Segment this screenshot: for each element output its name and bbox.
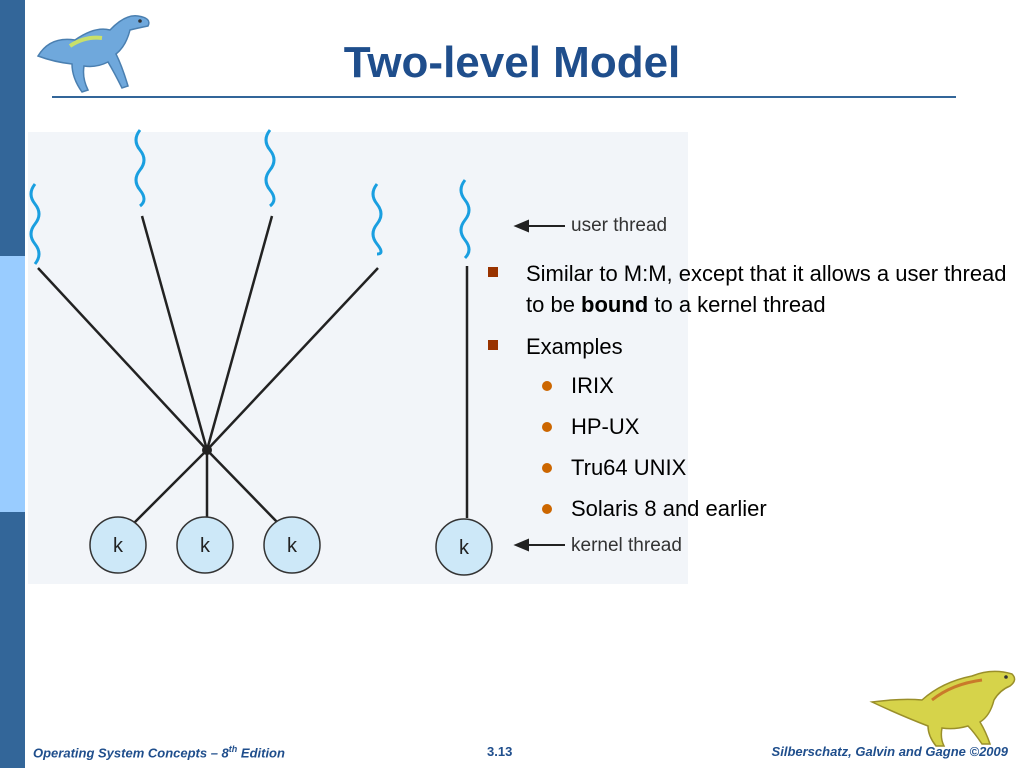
examples-sublist: IRIX HP-UX Tru64 UNIX Solaris 8 and earl… [526,370,1018,524]
title-divider [52,96,956,98]
user-thread-wave-4 [371,183,383,256]
sub-item-irix: IRIX [526,370,1018,401]
link-user1-hub [37,267,208,451]
sub-item-tru64: Tru64 UNIX [526,452,1018,483]
kernel-node-3-label: k [287,535,298,557]
footer-book-end: Edition [237,745,285,761]
user-thread-label: user thread [571,215,668,236]
round-bullet-icon [542,381,552,391]
kernel-node-4 [435,518,493,576]
bullet-examples-label: Examples [526,334,623,359]
sub-item-hpux: HP-UX [526,411,1018,442]
multiplex-hub [202,445,212,455]
link-hub-k1 [133,449,208,524]
kernel-node-1 [89,516,147,574]
kernel-thread-arrowhead [513,538,529,552]
link-hub-k3 [206,449,279,524]
bullet-list: Similar to M:M, except that it allows a … [488,258,1018,535]
footer-book-title: Operating System Concepts – 8th Edition [33,744,285,760]
bullet-item-examples: Examples IRIX HP-UX Tru64 UNIX Solaris 8… [488,331,1018,524]
user-thread-arrowhead [513,219,529,233]
footer-book-main: Operating System Concepts – 8 [33,745,229,761]
round-bullet-icon [542,463,552,473]
round-bullet-icon [542,422,552,432]
bullet-text-after: to a kernel thread [648,292,826,317]
square-bullet-icon [488,267,498,277]
kernel-node-2 [176,516,234,574]
footer-authors: Silberschatz, Galvin and Gagne ©2009 [771,744,1008,759]
kernel-node-3 [263,516,321,574]
footer-book-sup: th [228,744,238,754]
link-user3-hub [205,215,274,451]
left-sidebar-highlight [0,256,25,512]
dinosaur-logo-icon [36,15,150,93]
dinosaur-illustration-icon [869,670,1016,747]
footer-page-number: 3.13 [487,744,513,759]
round-bullet-icon [542,504,552,514]
kernel-node-4-label: k [459,537,470,559]
user-thread-wave-5 [459,179,471,260]
link-user2-hub [140,215,209,451]
diagram-background [28,132,688,584]
kernel-node-2-label: k [200,535,211,557]
sub-item-label: Tru64 UNIX [571,455,687,480]
bullet-text-before: Similar to M:M, except that it allows a … [526,261,1007,317]
user-thread-wave-2 [134,129,146,208]
two-level-model-diagram: k k k k [0,120,700,590]
sub-item-solaris: Solaris 8 and earlier [526,493,1018,524]
bullet-bold-bound: bound [581,292,649,317]
link-user4-hub [206,267,379,451]
square-bullet-icon [488,340,498,350]
user-thread-wave-3 [264,129,276,208]
sub-item-label: IRIX [571,373,614,398]
user-thread-wave-1 [29,183,41,265]
sub-item-label: Solaris 8 and earlier [571,496,767,521]
bullet-item-similar: Similar to M:M, except that it allows a … [488,258,1018,320]
kernel-thread-label: kernel thread [571,535,682,556]
sub-item-label: HP-UX [571,414,640,439]
kernel-node-1-label: k [113,535,124,557]
slide-title: Two-level Model [343,38,681,87]
